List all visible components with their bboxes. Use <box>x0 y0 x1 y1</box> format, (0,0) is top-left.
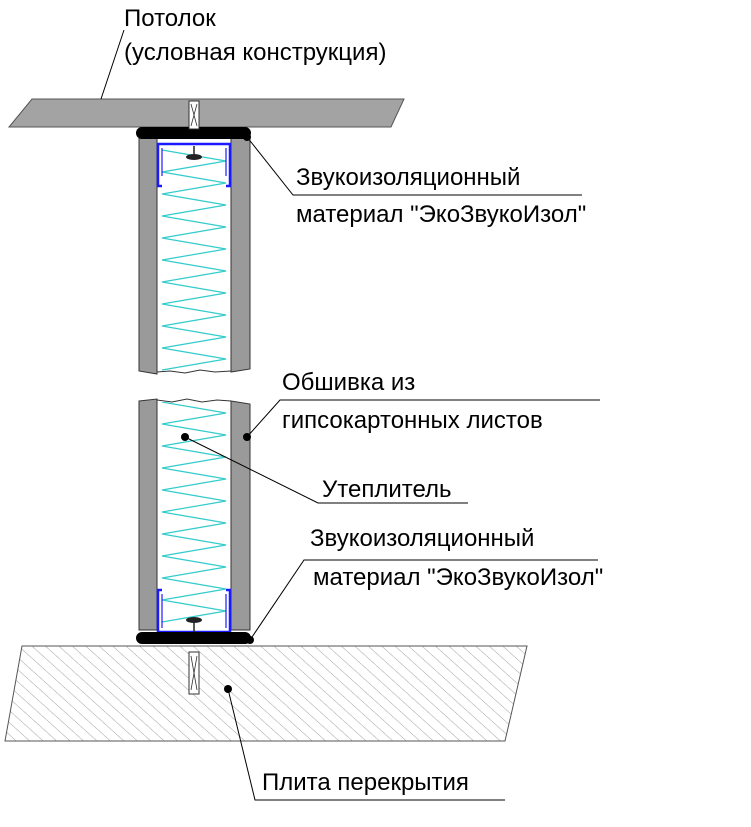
anchor-bolt-icon <box>188 651 200 695</box>
insulation-top <box>161 149 227 371</box>
leader-sound-top <box>246 136 582 196</box>
label-sound-bottom-line1: Звукоизоляционный <box>310 525 534 552</box>
label-sound-top-line2: материал "ЭкоЗвукоИзол" <box>296 201 586 228</box>
label-ceiling-line2: (условная конструкция) <box>124 39 386 66</box>
label-floor-slab: Плита перекрытия <box>262 769 469 796</box>
label-drywall-line2: гипсокартонных листов <box>282 407 543 434</box>
label-ceiling-line1: Потолок <box>124 5 216 32</box>
wall-segment-top <box>136 100 251 375</box>
dot-drywall <box>243 433 251 441</box>
metal-profile-top <box>156 142 232 188</box>
sound-seal-bottom <box>136 632 251 644</box>
insulation-bottom <box>161 402 227 623</box>
dot-slab <box>224 685 232 693</box>
leader-sound-bottom <box>249 559 598 641</box>
label-sound-top-line1: Звукоизоляционный <box>296 164 520 191</box>
label-sound-bottom-line2: материал "ЭкоЗвукоИзол" <box>313 564 603 591</box>
dot-sound-top <box>243 133 251 141</box>
anchor-bolt-icon <box>188 100 200 130</box>
drywall-left-bottom <box>138 398 158 631</box>
floor-slab <box>4 645 528 742</box>
leader-slab <box>227 688 505 801</box>
label-insulation: Утеплитель <box>322 476 452 503</box>
drywall-left-top <box>138 134 158 375</box>
wall-segment-bottom <box>136 398 251 695</box>
drywall-right-top <box>230 134 251 373</box>
dot-sound-bottom <box>246 636 254 644</box>
drywall-right-bottom <box>230 400 251 631</box>
leader-ceiling <box>100 29 125 100</box>
leader-insulation <box>184 436 468 504</box>
label-drywall-line1: Обшивка из <box>282 369 415 396</box>
dot-insulation <box>181 433 189 441</box>
leader-lines <box>100 29 600 801</box>
sound-seal-top <box>136 127 251 139</box>
leader-drywall <box>246 399 600 438</box>
ceiling-slab <box>7 98 405 128</box>
